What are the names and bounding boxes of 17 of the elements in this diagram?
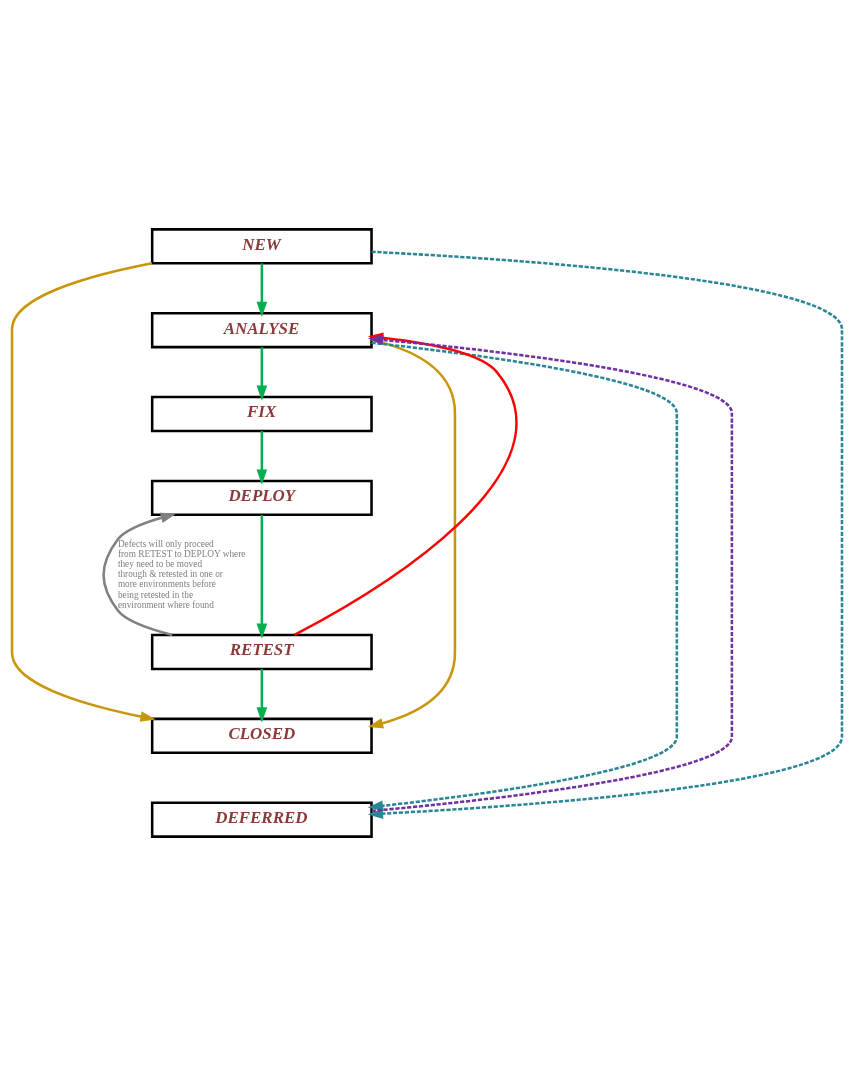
edge-label: Defects will only proceed from RETEST to DEPLOY where they need to be moved through & retested in one or more environments before being retested in the environment where found: [117, 538, 246, 610]
arrow: [256, 262, 268, 317]
node-box: RETEST: [150, 633, 373, 670]
node-box: DEFERRED: [150, 800, 373, 838]
arrow: [256, 430, 268, 485]
node-box: CLOSED: [150, 717, 373, 754]
arrow: [256, 346, 268, 401]
arrow: [102, 512, 176, 636]
arrow: [10, 261, 156, 722]
arrow: [256, 514, 268, 639]
node-box: ANALYSE: [150, 311, 373, 348]
arrow: [367, 338, 457, 728]
node-box: FIX: [150, 395, 373, 432]
node-box: NEW: [150, 227, 373, 265]
arrow: [367, 341, 679, 811]
arrow: [256, 668, 268, 723]
node-box: DEPLOY: [150, 479, 373, 516]
